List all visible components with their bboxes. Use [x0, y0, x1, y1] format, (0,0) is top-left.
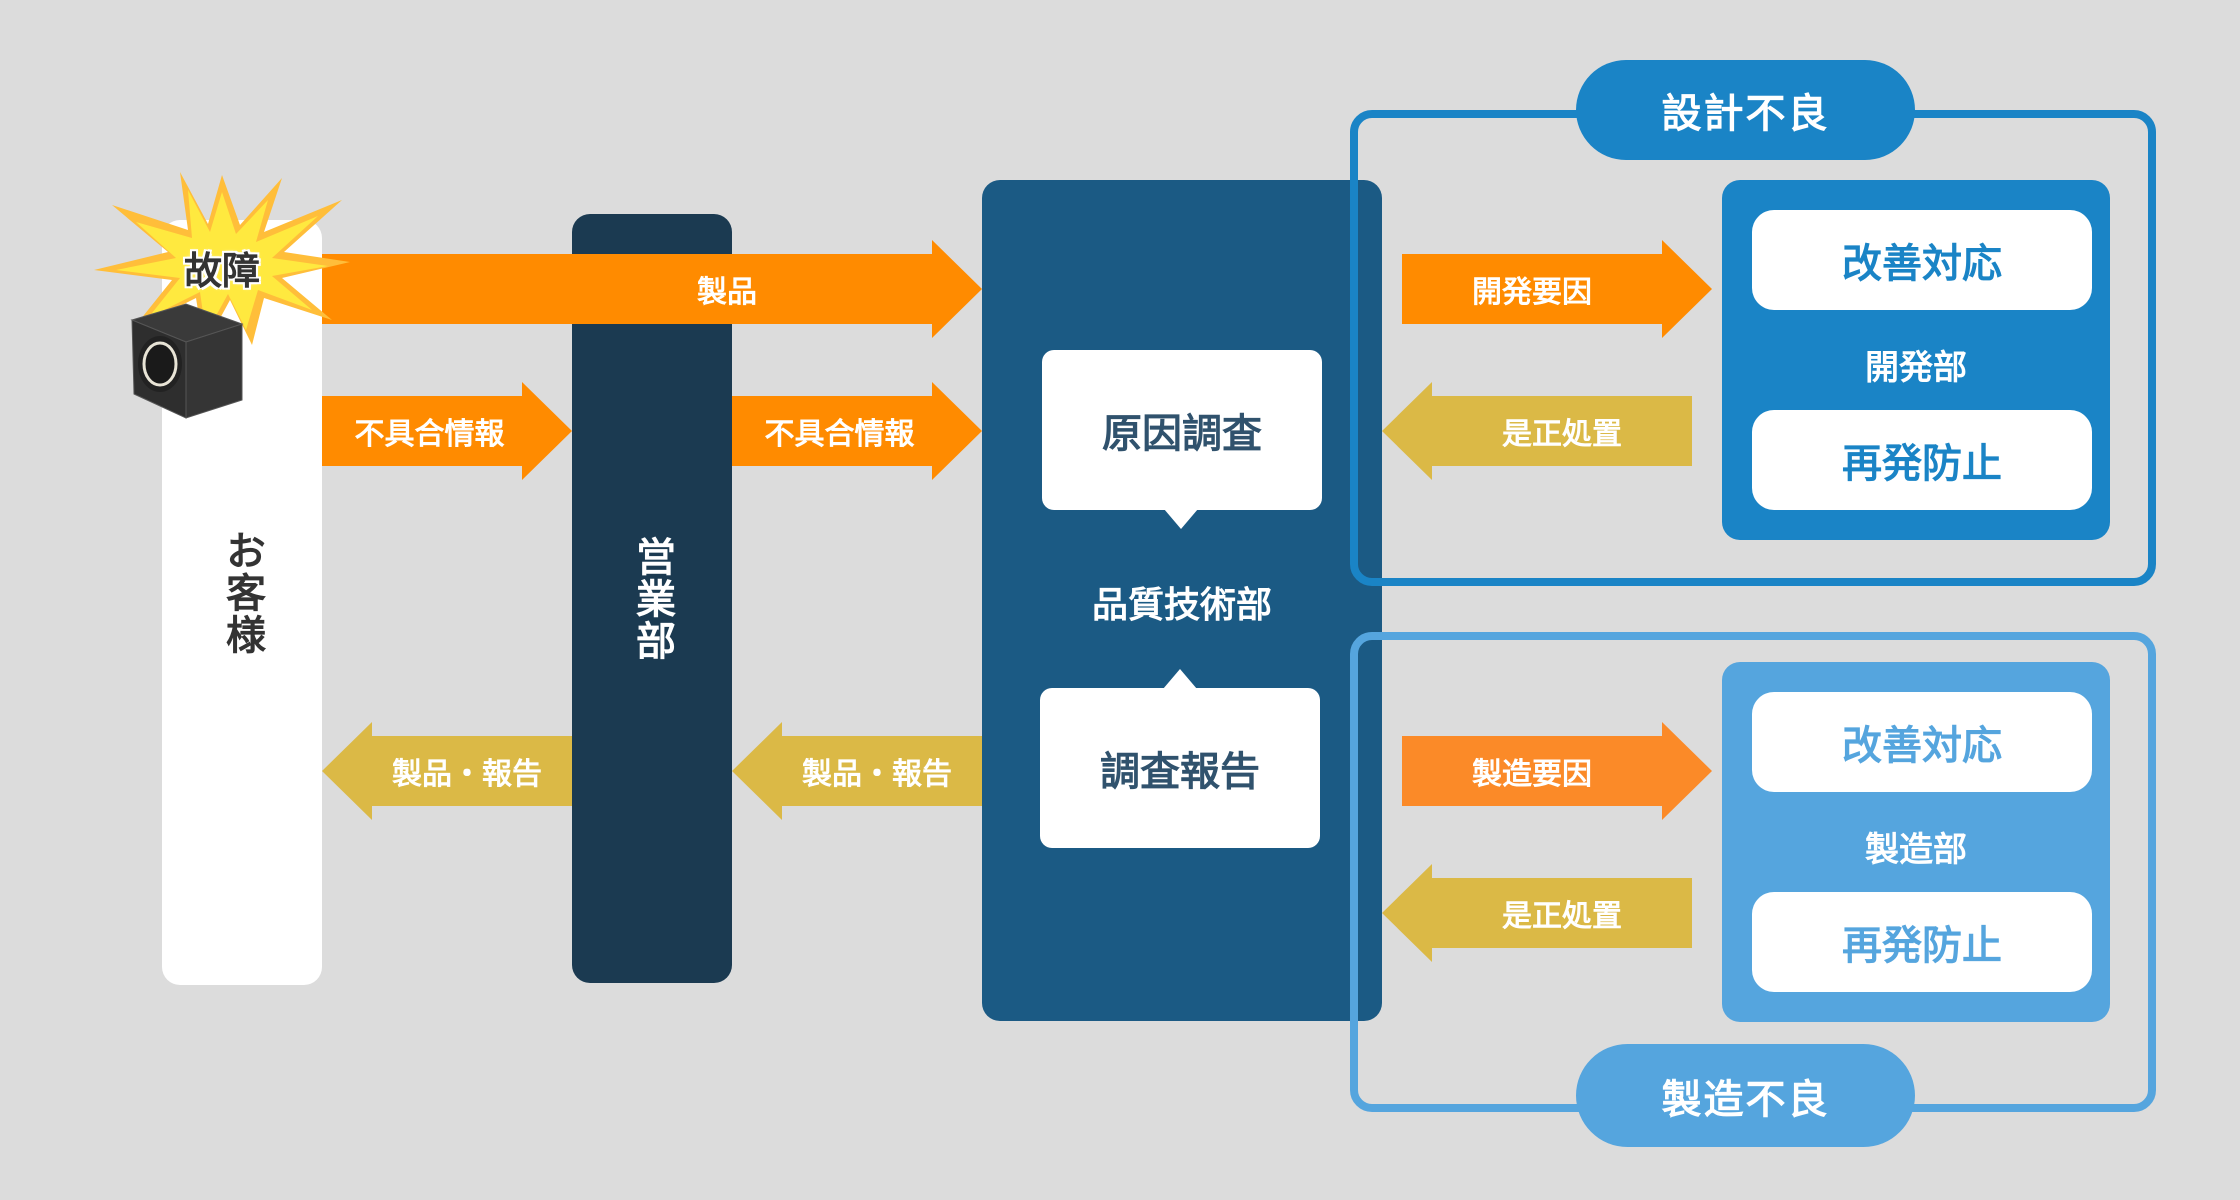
product-arrow: 製品 [322, 240, 982, 338]
mfg-defect-title: 製造不良 [1576, 1044, 1915, 1147]
corrective-arrow-2-label: 是正処置 [1502, 899, 1622, 934]
dev-cause-arrow: 開発要因 [1402, 240, 1712, 338]
report-card-notch [1163, 669, 1197, 689]
defect-info-arrow-1-label: 不具合情報 [354, 417, 505, 452]
mfg-cause-arrow-shape [1402, 722, 1712, 820]
burst-icon [94, 172, 350, 348]
defect-info-arrow-2: 不具合情報 [732, 382, 982, 480]
dev-improvement-card: 改善対応 [1752, 210, 2092, 310]
mfg-cause-arrow: 製造要因 [1402, 722, 1712, 820]
corrective-arrow-1-label: 是正処置 [1502, 417, 1622, 452]
mfg-dept-label: 製造部 [1865, 830, 1967, 870]
customer-label: お客様 [219, 530, 265, 656]
cause-investigation-card: 原因調査 [1042, 350, 1322, 510]
product-report-arrow-1-label: 製品・報告 [392, 757, 542, 792]
cause-card-notch [1164, 509, 1198, 529]
mfg-improvement-card: 改善対応 [1752, 692, 2092, 792]
corrective-arrow-1: 是正処置 [1382, 382, 1692, 480]
product-report-arrow-1: 製品・報告 [322, 722, 572, 820]
product-arrow-shape [322, 240, 982, 338]
product-arrow-label: 製品 [697, 275, 757, 310]
sales-label: 営業部 [629, 536, 675, 662]
investigation-report-card: 調査報告 [1040, 688, 1320, 848]
product-report-arrow-2-label: 製品・報告 [802, 757, 952, 792]
defect-info-arrow-2-shape [732, 382, 982, 480]
mfg-cause-arrow-label: 製造要因 [1472, 757, 1592, 792]
mfg-prevention-card: 再発防止 [1752, 892, 2092, 992]
design-defect-title: 設計不良 [1576, 60, 1915, 160]
quality-dept-box: 品質技術部 [982, 180, 1382, 1021]
product-report-arrow-1-shape [322, 722, 572, 820]
sales-column: 営業部 [572, 214, 732, 983]
product-report-arrow-2: 製品・報告 [732, 722, 982, 820]
defect-info-arrow-1-shape [322, 382, 572, 480]
dev-dept-label: 開発部 [1865, 348, 1967, 388]
corrective-arrow-2: 是正処置 [1382, 864, 1692, 962]
quality-dept-label: 品質技術部 [1091, 585, 1272, 626]
speaker-box-icon [128, 302, 248, 422]
product-report-arrow-2-shape [732, 722, 982, 820]
corrective-arrow-1-shape [1382, 382, 1692, 480]
defect-info-arrow-2-label: 不具合情報 [764, 417, 915, 452]
dev-cause-arrow-shape [1402, 240, 1712, 338]
dev-prevention-card: 再発防止 [1752, 410, 2092, 510]
corrective-arrow-2-shape [1382, 864, 1692, 962]
defect-info-arrow-1: 不具合情報 [322, 382, 572, 480]
failure-label: 故障 [183, 249, 260, 293]
dev-cause-arrow-label: 開発要因 [1472, 275, 1592, 310]
failure-burst: 故障 [92, 170, 352, 350]
